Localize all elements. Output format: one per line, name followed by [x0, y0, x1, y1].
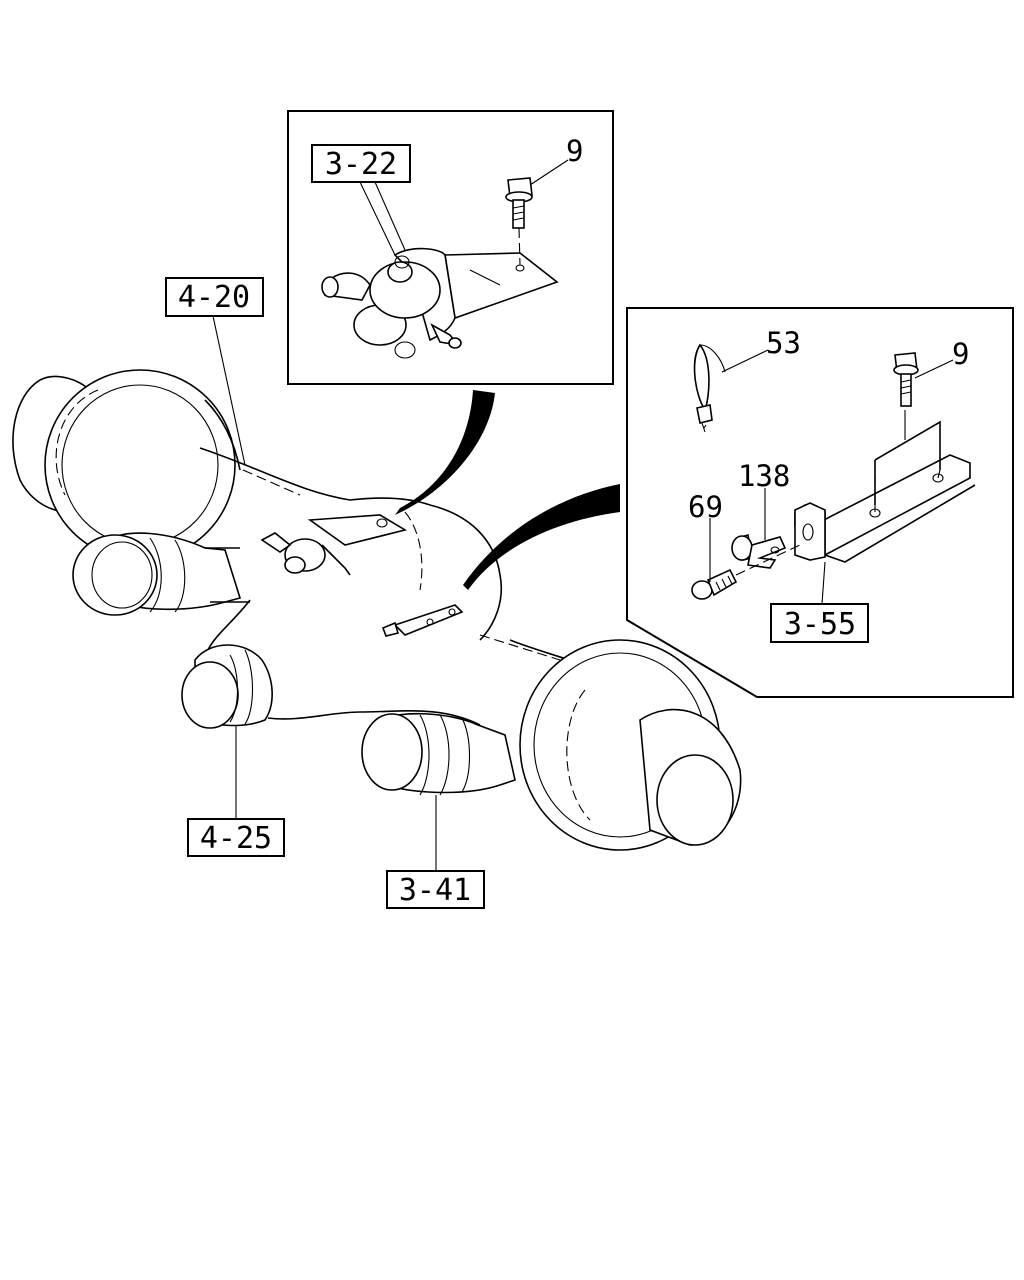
axle-housing: [12, 369, 742, 851]
pump-assembly-on-housing: [260, 514, 408, 576]
callout-3-41: [386, 795, 485, 909]
bolt-9-top: [505, 177, 533, 266]
part-number-9-top: 9: [566, 134, 583, 168]
input-boot-front: [361, 712, 516, 796]
callout-label-3-41: 3-41: [399, 873, 471, 908]
detail-box-pump: [287, 110, 614, 385]
clip-138: [731, 488, 787, 569]
detail-box-bracket-outline: [626, 307, 1014, 698]
cable-tie-53: [693, 343, 726, 433]
callout-label-3-22: 3-22: [325, 147, 397, 182]
callout-4-20: [165, 277, 264, 466]
detail-box-bracket: [626, 307, 1014, 698]
callout-4-25: [187, 725, 285, 857]
callout-box-3-55: [770, 603, 869, 643]
part-number-9-right: 9: [952, 337, 969, 371]
bolt-69: [691, 518, 801, 600]
callout-label-4-20: 4-20: [178, 280, 250, 315]
detail-wedge-top: [395, 390, 495, 515]
right-hub: [509, 639, 742, 851]
detail-wedge-right: [463, 484, 620, 590]
left-hub: [12, 369, 241, 561]
callout-label-3-55: 3-55: [784, 607, 856, 642]
bracket-on-housing: [381, 604, 464, 637]
part-number-53: 53: [766, 326, 801, 360]
callout-label-4-25: 4-25: [200, 821, 272, 856]
bolt-9-right: [893, 352, 919, 407]
input-boot-lower-left: [181, 644, 273, 729]
part-number-138: 138: [738, 459, 790, 493]
input-boot-upper-left: [72, 532, 250, 616]
callout-box-3-22: [311, 144, 411, 183]
part-number-69: 69: [688, 490, 723, 524]
l-bracket: [794, 410, 976, 563]
